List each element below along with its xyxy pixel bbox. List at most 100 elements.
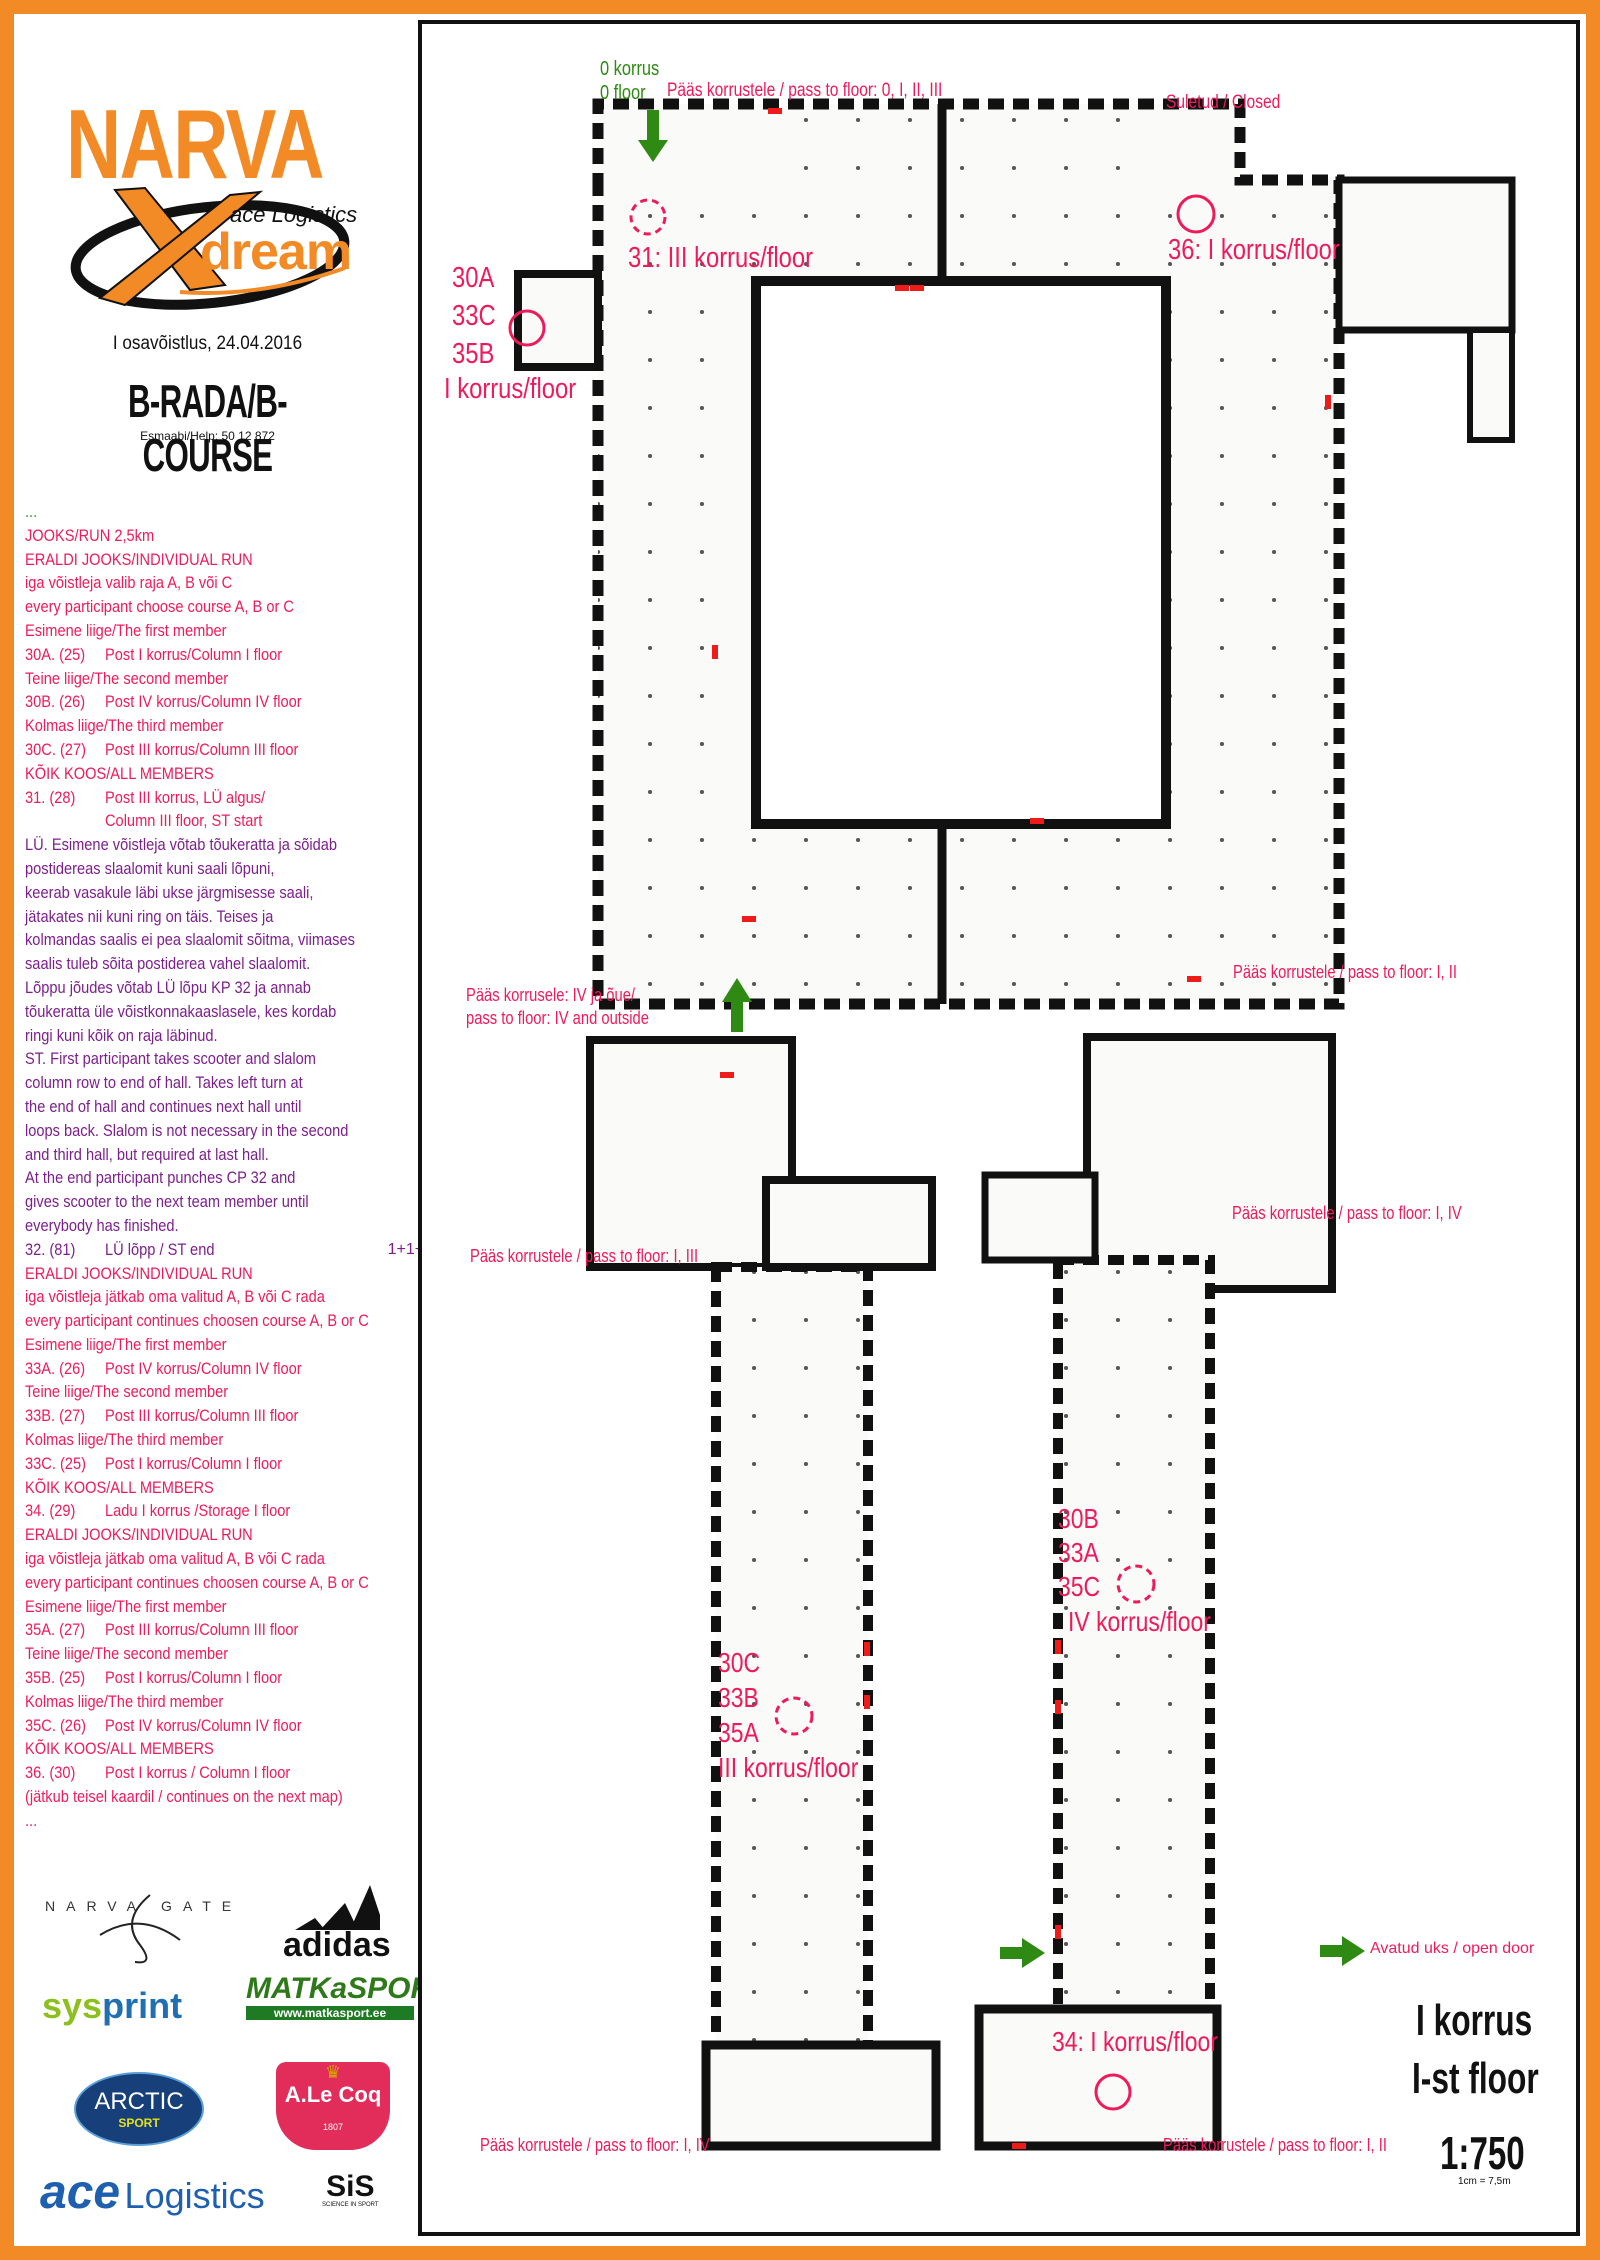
control-code: 30B. (26) [25, 692, 86, 712]
instruction-line: ERALDI JOOKS/INDIVIDUAL RUN [25, 548, 425, 572]
pass-right-mid-label: Pääs korrustele / pass to floor: I, II [1233, 962, 1457, 982]
instruction-line: Kolmas liige/The third member [25, 1690, 425, 1714]
control-code: 33C. (25) [25, 1453, 86, 1473]
instruction-text: Teine liige/The second member [25, 1382, 229, 1402]
matkasport-url: www.matkasport.ee [246, 2006, 414, 2020]
instruction-line: Esimene liige/The first member [25, 1595, 425, 1619]
alecoq-name: A.Le Coq [284, 2082, 382, 2107]
pass-iv-label-2: pass to floor: IV and outside [466, 1008, 649, 1028]
scale-note: 1cm = 7,5m [1458, 2176, 1511, 2187]
instruction-text: iga võistleja jätkab oma valitud A, B võ… [25, 1549, 325, 1569]
closed-label: Suletud / Closed [1166, 92, 1281, 113]
control-code: 35B. (25) [25, 1668, 86, 1688]
cp-left-code-b: 33C [452, 300, 496, 332]
legend-open-door: Avatud uks / open door [1370, 1940, 1535, 1957]
arctic-sport: SPORT [118, 2116, 160, 2130]
instruction-text: ... [25, 502, 38, 521]
cp-right-circle [1116, 1564, 1156, 1604]
sysprint-print: print [102, 1985, 183, 2026]
alecoq-logo: ♛ A.Le Coq 1807 [276, 2062, 390, 2150]
cp-left-code-c: 35B [452, 338, 495, 370]
control-description: Post I korrus / Column I floor [105, 1763, 291, 1783]
cp-right-code-a: 30B [1058, 1503, 1099, 1534]
floor-title-2: I-st floor [1412, 2054, 1539, 2103]
control-description: Column III floor, ST start [105, 811, 263, 831]
sysprint-logo: sysprint [42, 1985, 182, 2027]
pass-left-low-label: Pääs korrustele / pass to floor: I, III [470, 1246, 699, 1266]
instruction-line: saalis tuleb sõita postiderea vahel slaa… [25, 952, 425, 976]
instruction-text: every participant continues choosen cour… [25, 1572, 369, 1592]
cp-mid-circle [774, 1696, 814, 1736]
instruction-line: ringi kuni kõik on raja läbinud. [25, 1024, 425, 1048]
instruction-line: ERALDI JOOKS/INDIVIDUAL RUN [25, 1523, 425, 1547]
instruction-text: jätakates nii kuni ring on täis. Teises … [25, 906, 274, 926]
cp31-label: 31: III korrus/floor [628, 242, 814, 274]
sis-name: SiS [326, 2170, 375, 2203]
instruction-text: Teine liige/The second member [25, 668, 229, 688]
instruction-text: (jätkub teisel kaardil / continues on th… [25, 1787, 343, 1807]
instruction-line: tõukeratta üle võistkonnakaaslasele, kes… [25, 1000, 425, 1024]
instruction-line: every participant choose course A, B or … [25, 595, 425, 619]
instruction-text: KÕIK KOOS/ALL MEMBERS [25, 763, 214, 783]
control-description: LÜ lõpp / ST end [105, 1239, 215, 1259]
adidas-stripes-icon [295, 1885, 380, 1930]
instruction-text: Kolmas liige/The third member [25, 716, 224, 736]
instruction-text: Kolmas liige/The third member [25, 1430, 224, 1450]
cp-left-code-a: 30A [452, 262, 495, 294]
instruction-line: Column III floor, ST start [25, 809, 425, 833]
cp-right-floor: IV korrus/floor [1068, 1606, 1211, 1637]
alecoq-year: 1807 [322, 2122, 344, 2132]
pass-right-low-label: Pääs korrustele / pass to floor: I, IV [1232, 1203, 1462, 1223]
instruction-text: the end of hall and continues next hall … [25, 1096, 302, 1116]
control-description: Post III korrus/Column III floor [105, 739, 299, 759]
instruction-text: Kolmas liige/The third member [25, 1691, 224, 1711]
instruction-line: KÕIK KOOS/ALL MEMBERS [25, 1737, 425, 1761]
instruction-line: 35A. (27)Post III korrus/Column III floo… [25, 1618, 433, 1642]
gate-flourish-icon [99, 1894, 181, 1964]
cp-mid-code-b: 33B [718, 1682, 759, 1713]
event-date: I osavõistlus, 24.04.2016 [112, 333, 303, 354]
pass-bottom-left-label: Pääs korrustele / pass to floor: I, IV [480, 2135, 710, 2155]
control-code: 35C. (26) [25, 1715, 86, 1735]
instruction-line: gives scooter to the next team member un… [25, 1190, 425, 1214]
scale-label: 1:750 [1440, 2127, 1525, 2179]
instruction-line: column row to end of hall. Takes left tu… [25, 1071, 425, 1095]
instruction-text: ... [25, 1810, 38, 1830]
pass-label-top: Pääs korrustele / pass to floor: 0, I, I… [667, 80, 943, 101]
control-code: 32. (81) [25, 1239, 76, 1259]
instruction-line: 33B. (27)Post III korrus/Column III floo… [25, 1404, 433, 1428]
instruction-line: ERALDI JOOKS/INDIVIDUAL RUN [25, 1262, 425, 1286]
ace-word: ace [40, 2166, 121, 2219]
instruction-text: ERALDI JOOKS/INDIVIDUAL RUN [25, 1525, 253, 1545]
logistics-word: Logistics [124, 2175, 265, 2216]
instruction-line: every participant continues choosen cour… [25, 1571, 425, 1595]
instruction-line: JOOKS/RUN 2,5km [25, 524, 425, 548]
instruction-text: ST. First participant takes scooter and … [25, 1049, 316, 1069]
instruction-line: iga võistleja jätkab oma valitud A, B võ… [25, 1285, 425, 1309]
crown-icon: ♛ [324, 2062, 342, 2082]
control-description: Post III korrus/Column III floor [105, 1620, 299, 1640]
control-code: 34. (29) [25, 1501, 76, 1521]
instruction-line: the end of hall and continues next hall … [25, 1095, 425, 1119]
control-code: 30A. (25) [25, 644, 86, 664]
instruction-line: At the end participant punches CP 32 and [25, 1166, 425, 1190]
instruction-text: every participant continues choosen cour… [25, 1311, 369, 1331]
instruction-line: ST. First participant takes scooter and … [25, 1047, 425, 1071]
control-code: 33A. (26) [25, 1358, 86, 1378]
instruction-text: saalis tuleb sõita postiderea vahel slaa… [25, 954, 311, 974]
instruction-line: (jätkub teisel kaardil / continues on th… [25, 1785, 425, 1809]
instruction-text: LÜ. Esimene võistleja võtab tõukeratta j… [25, 835, 338, 855]
ace-logistics-logo: ace Logistics [40, 2165, 265, 2220]
building-southeast [974, 1033, 1336, 2151]
instruction-text: Esimene liige/The first member [25, 1334, 227, 1354]
cp-mid-floor: III korrus/floor [718, 1752, 859, 1783]
instruction-text: gives scooter to the next team member un… [25, 1192, 309, 1212]
instruction-line: iga võistleja valib raja A, B või C [25, 571, 425, 595]
cp34-circle [1094, 2073, 1132, 2111]
instruction-line: Kolmas liige/The third member [25, 714, 425, 738]
legend-arrow-icon [1320, 1936, 1365, 1966]
instruction-line: kolmandas saalis ei pea slaalomit sõitma… [25, 928, 425, 952]
